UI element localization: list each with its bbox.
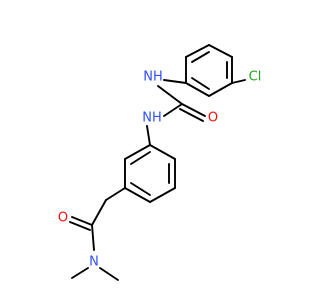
bond-amide-co-b [69,221,91,231]
bond-n-methyl-1 [71,267,89,279]
bond-ring2-f [124,144,151,160]
bond-chain-a [105,187,126,201]
bond-ring1-a [185,44,210,58]
chemical-structure-diagram: NH NH O Cl O N [0,0,300,300]
amide-oxygen-label: O [58,211,68,226]
bond-amide-co-a [71,216,93,226]
atom-label-layer: NH NH O Cl O N [58,70,261,270]
bond-amide-cn [91,224,95,251]
bond-chain-b [91,199,107,226]
amide-nitrogen-label: N [89,255,99,270]
nh-top-label: NH [143,70,163,85]
bond-urea-co-b [179,108,204,122]
bond-ring2-inner-c [130,151,151,165]
bond-ring1-inner-a [191,51,210,63]
bond-ring2-a [149,144,176,160]
bond-n-methyl-2 [99,267,119,281]
bond-nh-top-c [157,85,183,105]
bond-ring1-inner-c [191,77,210,90]
bond-ring1-b [208,44,233,58]
bond-ring2-d [124,187,151,203]
bond-nh-top-ring [163,79,187,84]
urea-oxygen-label: O [208,111,218,126]
bond-ring2-inner-b [130,182,151,196]
bond-urea-co-a [181,103,206,117]
bond-ring1-d [208,82,233,97]
chlorine-label: Cl [249,70,262,85]
bond-layer [69,44,246,281]
bond-ring2-c [149,187,176,203]
bond-nh-middle-ring [146,125,151,146]
bond-ring1-cl [231,79,246,84]
bond-ring1-e [185,82,210,97]
nh-middle-label: NH [142,111,162,126]
canvas-background [0,0,300,300]
bond-urea-nh-middle [163,103,183,117]
